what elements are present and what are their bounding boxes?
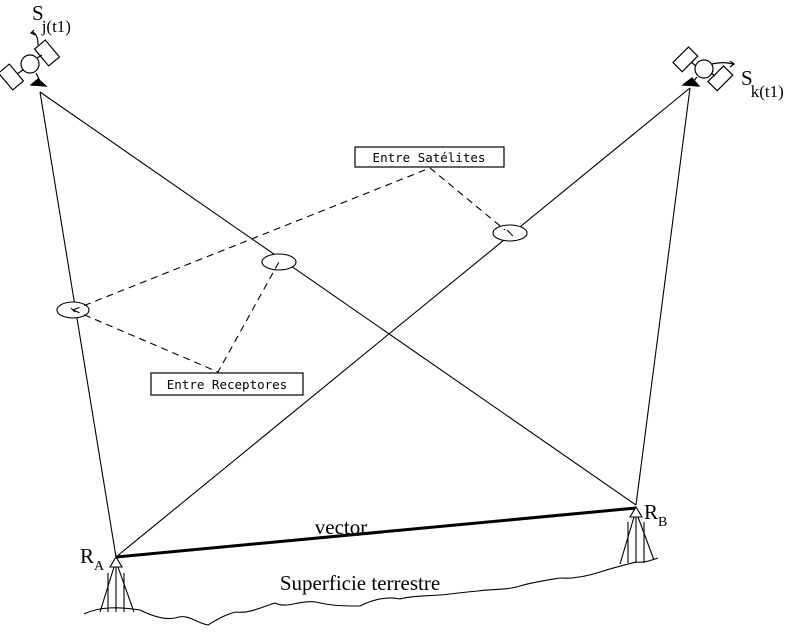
label-box-satellites bbox=[354, 146, 505, 168]
receiver-a-tripod-icon bbox=[99, 555, 135, 613]
receiver-b-label: RB bbox=[644, 500, 667, 530]
label-between-receivers: Entre Receptores bbox=[167, 377, 287, 392]
line-sk-ra bbox=[115, 87, 691, 558]
receiver-b-tripod-icon bbox=[619, 505, 655, 565]
label-vector: vector bbox=[315, 515, 367, 539]
ellipse-marker-middle bbox=[261, 253, 297, 271]
line-sj-rb bbox=[39, 91, 637, 506]
label-between-satellites: Entre Satélites bbox=[373, 150, 486, 165]
satellite-j-icon bbox=[0, 29, 61, 91]
terrain-surface bbox=[83, 557, 659, 626]
label-box-receivers bbox=[150, 372, 304, 396]
baseline-vector bbox=[115, 506, 637, 559]
line-sk-rb bbox=[635, 87, 691, 506]
ellipse-tick-right bbox=[506, 229, 514, 237]
receiver-a-label: RA bbox=[80, 544, 105, 574]
satellite-k-icon bbox=[672, 46, 735, 92]
label-terrestrial-surface: Superficie terrestre bbox=[280, 571, 440, 595]
line-sj-ra bbox=[39, 91, 117, 558]
dashed-leaders-receivers bbox=[72, 261, 280, 373]
dashed-leaders-satellites bbox=[72, 167, 506, 311]
